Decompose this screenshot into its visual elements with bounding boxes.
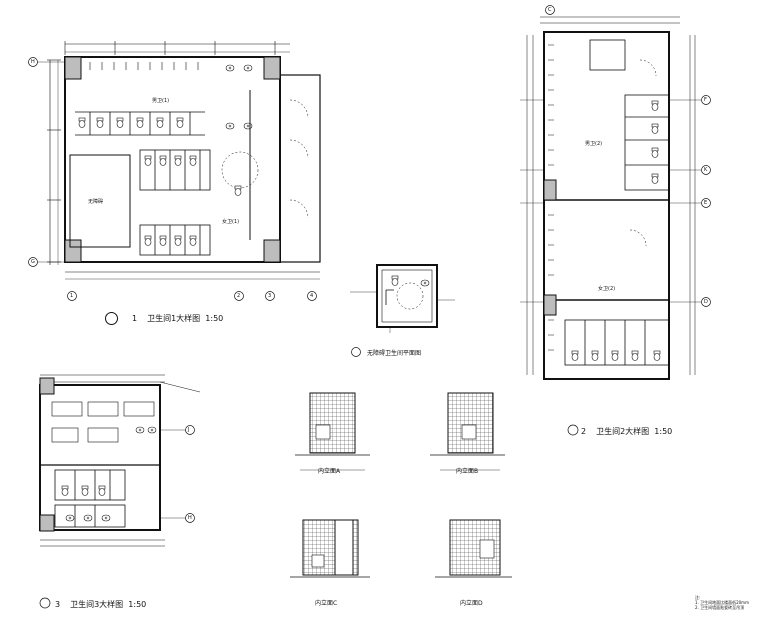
plan-2-title: 卫生间2大样图: [596, 427, 650, 436]
plan-1-room-label-2: 女卫(1): [222, 219, 240, 225]
plan-1-caption: 1 卫生间1大样图 1:50: [105, 312, 223, 325]
axis-h2: H: [188, 515, 192, 521]
plan-3-caption: 3 卫生间3大样图 1:50: [55, 599, 146, 610]
axis-1: 1: [70, 293, 74, 299]
axis-j: J: [188, 427, 190, 433]
caption-circle-icon: [105, 312, 118, 325]
elevation-b-label: 内立面B: [456, 468, 479, 475]
elevation-c-label: 内立面C: [315, 600, 338, 607]
plan-3-title: 卫生间3大样图: [70, 600, 124, 609]
plan-1-room-label-3: 无障碍: [88, 199, 104, 205]
plan-4: [350, 264, 455, 357]
plan-3: [39, 374, 201, 609]
plan-1-title: 卫生间1大样图: [147, 314, 201, 323]
axis-g: G: [31, 259, 35, 265]
plan-3-scale: 1:50: [128, 600, 147, 609]
elevation-d-label: 内立面D: [460, 600, 483, 607]
plan-1: [28, 41, 321, 301]
axis-2: 2: [237, 293, 241, 299]
axis-f: F: [704, 97, 707, 103]
axis-d: D: [704, 299, 708, 305]
notes-block: 注: 1. 卫生间地面比楼面低20mm 2. 卫生间墙面贴瓷砖至吊顶: [695, 595, 749, 610]
plan-1-scale: 1:50: [205, 314, 224, 323]
plan-2-room-label-1: 男卫(2): [585, 141, 603, 147]
plan-2: [520, 5, 711, 436]
plan-3-number: 3: [55, 600, 61, 609]
plan-2-scale: 1:50: [654, 427, 673, 436]
axis-c: C: [548, 7, 552, 13]
notes-line-2: 2. 卫生间墙面贴瓷砖至吊顶: [695, 605, 745, 610]
elevations: [290, 392, 512, 578]
plan-4-title: 无障碍卫生间平面图: [367, 350, 422, 357]
elevation-a-label: 内立面A: [318, 468, 341, 475]
plan-1-number: 1: [132, 314, 138, 323]
plan-1-room-label-1: 男卫(1): [152, 98, 170, 104]
plan-4-caption: 无障碍卫生间平面图: [367, 348, 421, 357]
axis-e: E: [704, 200, 708, 206]
axis-3: 3: [268, 293, 272, 299]
axis-4: 4: [310, 293, 314, 299]
axis-k: K: [704, 167, 708, 173]
notes-line-1: 1. 卫生间地面比楼面低20mm: [695, 600, 749, 605]
plan-2-caption: 2 卫生间2大样图 1:50: [581, 426, 672, 437]
plan-2-number: 2: [581, 427, 587, 436]
notes-title: 注:: [695, 595, 701, 600]
plan-2-room-label-2: 女卫(2): [598, 286, 616, 292]
axis-h: H: [31, 59, 35, 65]
